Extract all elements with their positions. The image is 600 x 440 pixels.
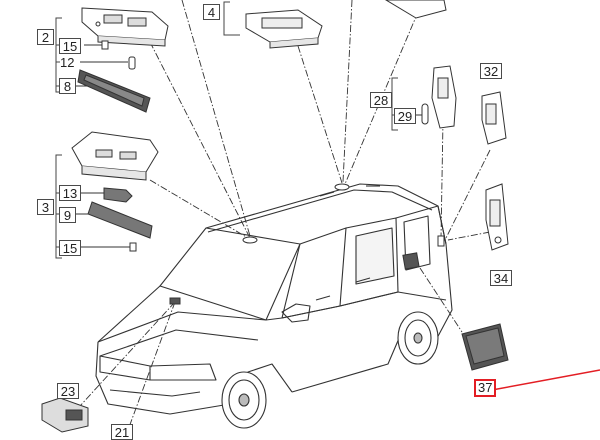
lens-8	[76, 69, 151, 113]
rear-wheel	[397, 311, 439, 365]
highlight-arrow	[491, 369, 600, 391]
location-front	[242, 236, 258, 244]
entry-light-37	[461, 323, 509, 371]
location-door	[402, 252, 420, 270]
roof-light-4	[245, 9, 323, 49]
label-part-9[interactable]: 9	[59, 207, 76, 223]
label-part-32[interactable]: 32	[480, 63, 502, 79]
label-part-3[interactable]: 3	[37, 199, 54, 215]
label-part-37-highlighted[interactable]: 37	[474, 379, 496, 397]
location-dash	[169, 297, 181, 305]
label-part-15[interactable]: 15	[59, 240, 81, 256]
leader-line	[297, 45, 343, 184]
leader-line	[445, 149, 491, 239]
tailgate-light-34	[485, 183, 509, 251]
bulb-12	[80, 56, 136, 70]
interior-light-2	[81, 7, 169, 47]
rear-light-unit	[385, 0, 447, 19]
label-part-4[interactable]: 4	[203, 4, 220, 20]
location-rear-side	[437, 235, 445, 247]
label-part-28[interactable]: 28	[370, 92, 392, 108]
leader-line	[149, 41, 251, 239]
side-light-28	[431, 65, 457, 129]
leader-line	[181, 0, 251, 237]
label-part-29[interactable]: 29	[394, 108, 416, 124]
label-part-21[interactable]: 21	[111, 424, 133, 440]
bulb-29	[414, 103, 429, 125]
label-part-23[interactable]: 23	[57, 383, 79, 399]
car-body	[95, 183, 453, 415]
location-centre	[334, 183, 350, 191]
leader-lines	[79, 0, 491, 431]
leader-line	[440, 119, 444, 239]
label-part-12[interactable]: 12	[60, 55, 75, 70]
lens-9	[74, 201, 153, 239]
leader-line	[149, 179, 249, 239]
leader-line	[419, 267, 463, 333]
bracket-4	[223, 1, 240, 36]
leader-line	[79, 301, 176, 407]
label-part-2[interactable]: 2	[37, 29, 54, 45]
light-locations	[169, 183, 445, 305]
label-part-34[interactable]: 34	[490, 270, 512, 286]
label-part-13[interactable]: 13	[59, 185, 81, 201]
bracket-3	[55, 154, 62, 259]
leader-line	[342, 0, 353, 183]
screw-15b	[80, 242, 137, 252]
bracket-2	[55, 17, 62, 93]
tailgate-light-32	[481, 91, 507, 145]
label-part-15[interactable]: 15	[59, 38, 81, 54]
interior-light-3	[71, 131, 159, 181]
switch-23	[41, 397, 89, 433]
bulb-13	[78, 187, 133, 203]
front-wheel	[221, 371, 267, 429]
screw-15a	[84, 40, 109, 50]
label-part-8[interactable]: 8	[59, 78, 76, 94]
leader-line	[447, 231, 491, 241]
